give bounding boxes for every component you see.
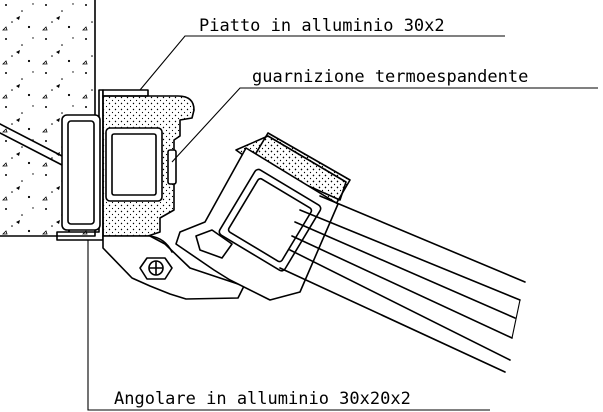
label-intumescent-gasket: guarnizione termoespandente (252, 67, 528, 87)
wall-tube-profile (61, 114, 101, 231)
hinge-body (102, 235, 245, 300)
fixed-frame-profile (102, 95, 195, 237)
label-aluminium-angle: Angolare in alluminio 30x20x2 (114, 389, 411, 409)
intumescent-gasket (167, 149, 177, 185)
callout-leaders (87, 35, 598, 411)
aluminium-flat-plate (102, 89, 149, 97)
bolt-icon (139, 257, 173, 280)
wall-anchor-rod (0, 123, 63, 166)
glazing-panes (279, 195, 526, 373)
opened-sash (175, 132, 351, 301)
label-flat-plate: Piatto in alluminio 30x2 (199, 16, 445, 36)
